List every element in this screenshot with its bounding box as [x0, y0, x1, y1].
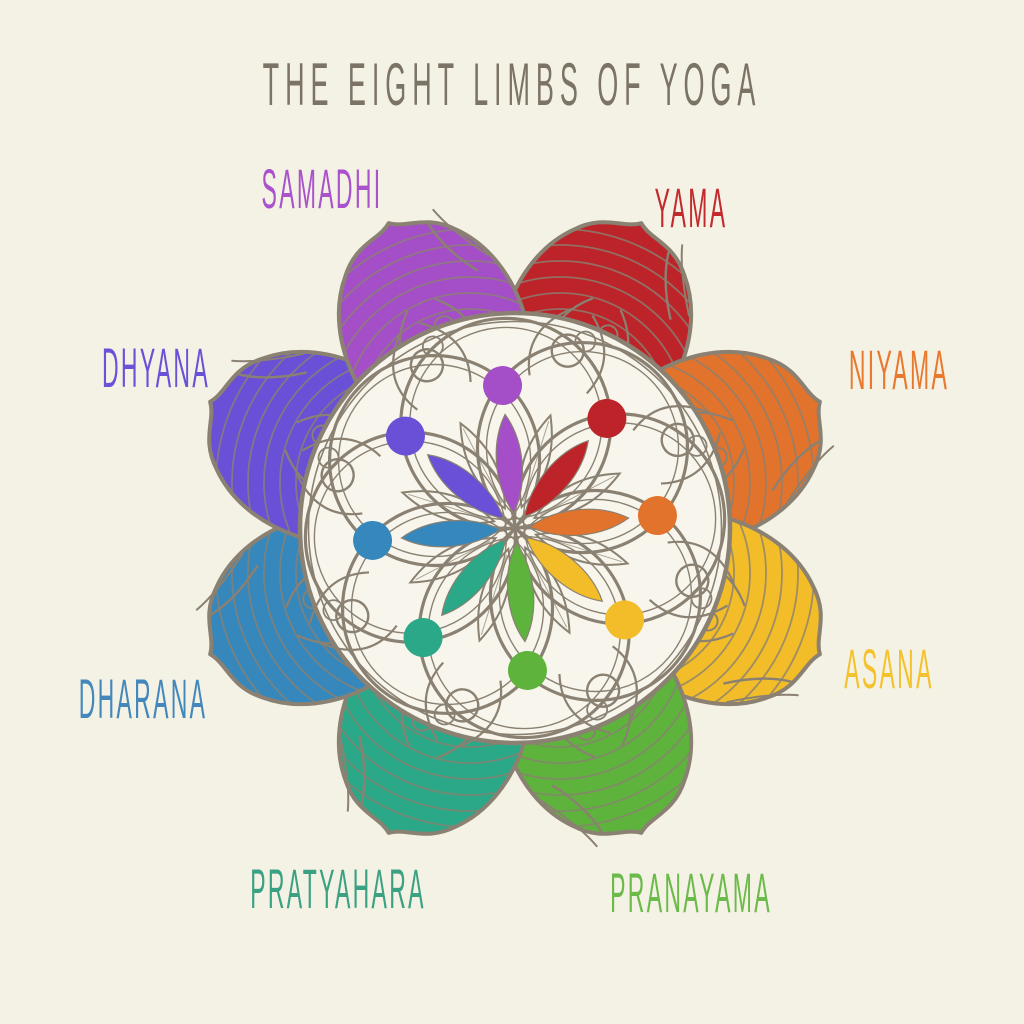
limb-label-pranayama: PRANAYAMA	[610, 861, 773, 925]
chakra-dot-samadhi	[483, 366, 523, 406]
center-petal-pratyahara	[403, 538, 507, 658]
limb-label-pratyahara: PRATYAHARA	[250, 857, 426, 921]
center-petal-dharana	[353, 520, 502, 560]
chakra-dot-asana	[605, 600, 645, 640]
chakra-dot-dharana	[353, 520, 393, 560]
center-petal-asana	[525, 536, 645, 640]
center-petal-yama	[523, 398, 627, 518]
chakra-dot-niyama	[637, 496, 677, 536]
limb-label-asana: ASANA	[844, 637, 934, 701]
chakra-dot-pranayama	[507, 650, 547, 690]
chakra-dot-yama	[587, 398, 627, 438]
chakra-dot-pratyahara	[403, 618, 443, 658]
center-petal-niyama	[528, 496, 677, 536]
center-petal-pranayama	[507, 541, 547, 690]
limb-label-niyama: NIYAMA	[848, 338, 950, 402]
limb-label-yama: YAMA	[654, 176, 728, 240]
limb-label-dhyana: DHYANA	[101, 336, 210, 399]
page-title: THE EIGHT LIMBS OF YOGA	[262, 51, 762, 119]
chakra-dot-dhyana	[385, 416, 425, 456]
limb-label-dharana: DHARANA	[79, 668, 208, 731]
center-petal-samadhi	[483, 366, 523, 515]
limb-label-samadhi: SAMADHI	[261, 158, 382, 221]
center-petal-dhyana	[385, 416, 505, 520]
